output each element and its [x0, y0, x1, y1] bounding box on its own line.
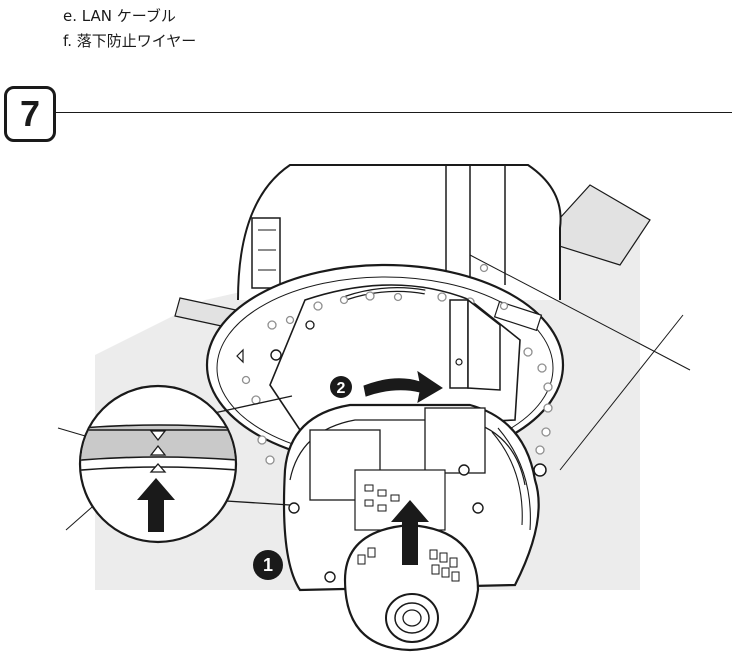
- callout-2-badge: [330, 376, 352, 398]
- callout-2-label: 2: [337, 380, 346, 397]
- guide-line: [559, 314, 684, 471]
- detail-magnifier: [78, 384, 238, 544]
- camera-installation-illustration: 2: [57, 164, 691, 652]
- ceiling-strip: [538, 184, 651, 266]
- step-divider: [56, 112, 732, 113]
- parts-list: e. LAN ケーブル f. 落下防止ワイヤー: [63, 6, 196, 56]
- junction-box: [237, 164, 562, 301]
- alignment-arrow-icon: [137, 478, 175, 532]
- step-header: 7: [4, 86, 732, 148]
- step-number: 7: [4, 86, 56, 142]
- list-item-f: f. 落下防止ワイヤー: [63, 32, 197, 50]
- callout-1-label: 1: [263, 555, 273, 575]
- rotation-arrow-icon: [363, 370, 443, 403]
- guide-line: [469, 254, 691, 371]
- lift-arrow-icon: [391, 500, 429, 565]
- list-item-e: e. LAN ケーブル: [63, 7, 176, 25]
- callout-1-badge: [253, 550, 283, 580]
